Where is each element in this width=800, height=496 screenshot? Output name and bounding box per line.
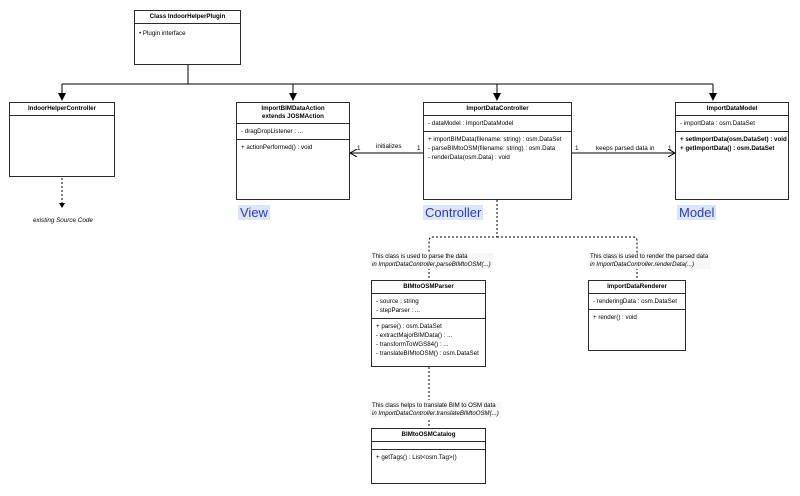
methods-section: + setImportData(osm.DataSet) : void + ge… [676,132,788,156]
method-item: + getTags() : List<osm.Tag>() [376,454,457,461]
attributes-section: - renderingData : osm.DataSet [589,294,685,310]
method-item: + setImportData(osm.DataSet) : void [680,136,787,143]
multiplicity-label: 1 [357,145,361,152]
indoor-helper-plugin-class[interactable]: Class IndoorHelperPlugin • Plugin interf… [134,10,241,65]
attributes-section: - source : string - stepParser : ... [372,294,485,319]
method-item: + actionPerformed() : void [241,144,313,151]
class-title: BIMtoOSMCatalog [372,429,485,442]
class-title: ImportDataController [424,103,571,116]
parser-note: This class is used to parse the data in … [370,253,493,269]
method-item: + importBIMData(filename: string) : osm.… [428,136,562,143]
class-title-line2: extends JOSMAction [262,113,324,120]
note-line: in ImportDataController.parseBIMtoOSM(..… [372,261,491,268]
existing-code-arrowhead [59,203,65,208]
method-item: - renderData(osm.Data) : void [428,154,510,161]
note-line: in ImportDataController.translateBIMtoOS… [372,410,499,417]
method-item: - extractMajorBIMData() : ... [376,332,453,339]
attributes-section: - importData : osm.DataSet [676,116,788,132]
multiplicity-label: 1 [575,145,579,152]
initializes-label: initializes [376,143,402,150]
controller-to-renderer-dashed [497,236,638,254]
plugin-interface-text: • Plugin interface [139,30,186,37]
attribute-item: - dragDropListener : ... [241,128,303,135]
attribute-item: - renderingData : osm.DataSet [593,298,677,305]
methods-section: + render() : void [589,310,685,325]
method-item: - parseBIMtoOSM(filename: string) : osm.… [428,145,556,152]
methods-section: + importBIMData(filename: string) : osm.… [424,132,571,165]
class-title-line1: ImportBIMDataAction [261,105,325,112]
existing-source-code-label: existing Source Code [33,217,93,224]
method-item: + render() : void [593,314,637,321]
class-title: BIMtoOSMParser [372,281,485,294]
method-item: - translateBIMtoOSM() : osm.DataSet [376,350,479,357]
method-item: + parse() : osm.DataSet [376,323,442,330]
note-line: in ImportDataController.renderData(...) [590,261,695,268]
import-data-model-class[interactable]: ImportDataModel - importData : osm.DataS… [675,102,789,200]
model-layer-label: Model [677,205,717,220]
controller-layer-label: Controller [423,205,484,220]
attribute-item: - stepParser : ... [376,307,421,314]
method-item: + getImportData() : osm.DataSet [680,145,775,152]
import-data-controller-class[interactable]: ImportDataController - dataModel : Impor… [423,102,572,200]
multiplicity-label: 1 [668,145,672,152]
note-line: This class is used to render the parsed … [590,253,709,260]
view-layer-label: View [238,205,270,220]
keeps-parsed-data-label: keeps parsed data in [596,145,655,152]
class-title: IndoorHelperController [10,103,114,116]
attributes-section [372,442,485,450]
import-data-renderer-class[interactable]: ImportDataRenderer - renderingData : osm… [588,280,686,351]
attributes-section: - dragDropListener : ... [237,124,349,140]
note-line: This class helps to translate BIM to OSM… [372,402,496,409]
import-bim-data-action-class[interactable]: ImportBIMDataAction extends JOSMAction -… [236,102,350,200]
controller-to-parser-dashed [428,200,498,254]
attribute-item: - dataModel : ImportDataModel [428,120,514,127]
attribute-item: - source : string [376,298,419,305]
attributes-section: - dataModel : ImportDataModel [424,116,571,132]
methods-section: + parse() : osm.DataSet - extractMajorBI… [372,319,485,361]
class-title: ImportDataRenderer [589,281,685,294]
bim-to-osm-parser-class[interactable]: BIMtoOSMParser - source : string - stepP… [371,280,486,367]
methods-section: + actionPerformed() : void [237,140,349,155]
class-title: ImportDataModel [676,103,788,116]
attribute-item: - importData : osm.DataSet [680,120,755,127]
renderer-note: This class is used to render the parsed … [588,253,711,269]
note-line: This class is used to parse the data [372,253,468,260]
bim-to-osm-catalog-class[interactable]: BIMtoOSMCatalog + getTags() : List<osm.T… [371,428,486,484]
indoor-helper-controller-class[interactable]: IndoorHelperController [9,102,115,177]
method-item: - transformToWGS84() : ... [376,341,449,348]
class-title: ImportBIMDataAction extends JOSMAction [237,103,349,124]
catalog-note: This class helps to translate BIM to OSM… [370,402,501,418]
multiplicity-label: 1 [417,145,421,152]
methods-section: + getTags() : List<osm.Tag>() [372,450,485,465]
class-body: • Plugin interface [135,24,240,41]
class-title: Class IndoorHelperPlugin [135,11,240,24]
